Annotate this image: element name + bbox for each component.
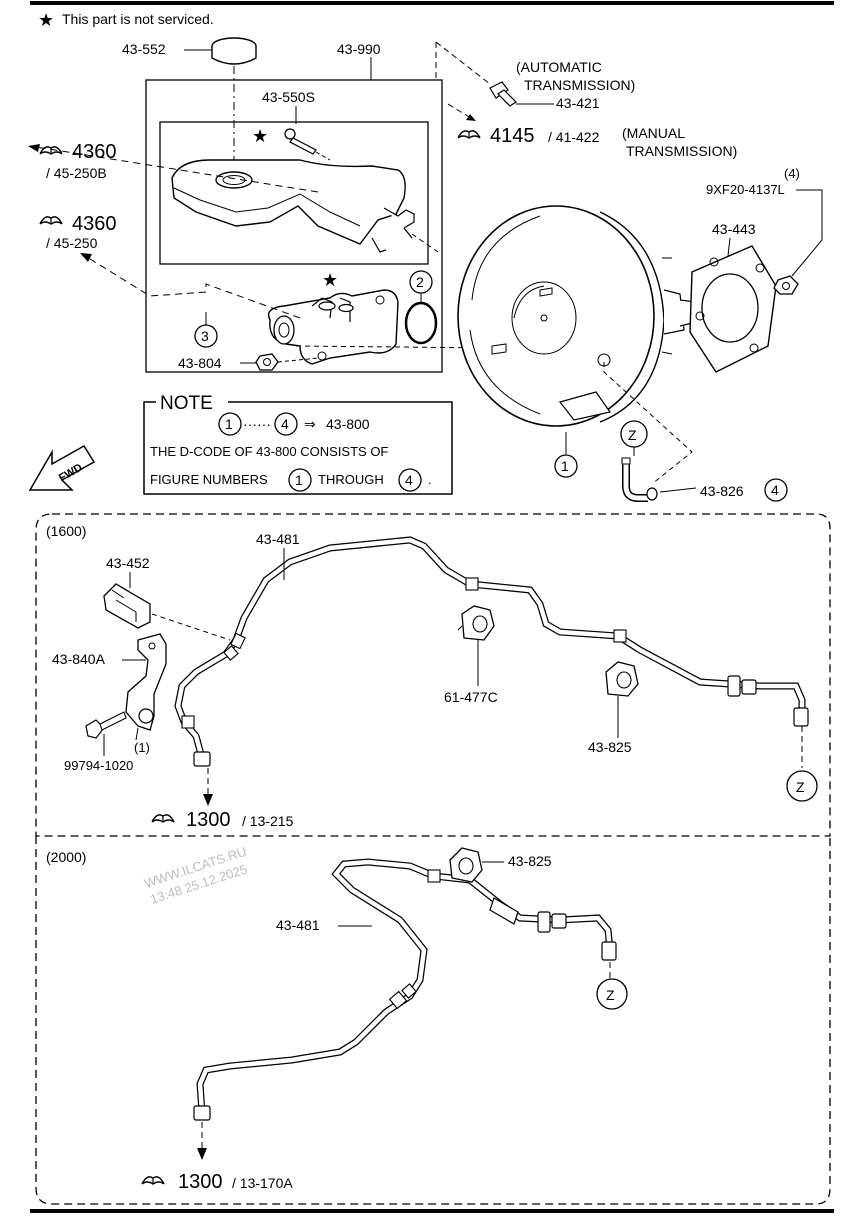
note-fig-4: 4 — [405, 472, 413, 488]
automatic-tx-label-1: (AUTOMATIC — [516, 59, 602, 75]
fwd-arrow-icon: FWD — [28, 444, 96, 491]
brake-fluid-reservoir — [171, 159, 415, 253]
note-box: NOTE 1 ······ 4 ⇒ 43-800 THE D-CODE OF 4… — [143, 393, 453, 495]
note-title: NOTE — [160, 393, 213, 414]
nut-43-804 — [255, 353, 279, 371]
index-circle-1 — [554, 454, 578, 478]
callout-43-804: 43-804 — [178, 355, 222, 371]
section-2000-title: (2000) — [46, 849, 86, 865]
index-1-label: 1 — [561, 458, 569, 474]
callout-43-826: 43-826 — [700, 483, 744, 499]
section-2000-frame — [35, 836, 831, 1205]
ref-4360-b-number: 4360 — [72, 213, 117, 235]
callout-43-825-2000: 43-825 — [508, 853, 552, 869]
index-2-label: 2 — [416, 274, 424, 290]
callout-43-481-1600: 43-481 — [256, 531, 300, 547]
callout-9xf20-4137l: 9XF20-4137L — [706, 182, 785, 197]
reservoir-screw — [284, 128, 317, 155]
automatic-tx-label-2: TRANSMISSION) — [524, 77, 635, 93]
reservoir-subassembly-box — [159, 121, 429, 265]
bolt-43-421 — [489, 81, 517, 107]
note-line-3c: . — [428, 472, 432, 487]
note-line-3b: THROUGH — [318, 472, 384, 487]
bracket-43-840a — [125, 633, 167, 731]
z-label-2000: Z — [606, 987, 615, 1003]
section-1600-frame — [35, 513, 831, 837]
ref-4360: 4360 / 45-250 — [39, 213, 117, 251]
master-cylinder-assembly-box — [145, 79, 443, 373]
callout-43-452: 43-452 — [106, 555, 150, 571]
ref-4145-page: / 41-422 — [548, 129, 600, 145]
index-4-label: 4 — [771, 482, 779, 498]
brake-vacuum-pipe-1600 — [174, 536, 809, 767]
ref-4360-a-number: 4360 — [72, 141, 117, 163]
callout-43-825-1600: 43-825 — [588, 739, 632, 755]
index-3-label: 3 — [201, 328, 209, 344]
note-line-3a: FIGURE NUMBERS — [150, 472, 268, 487]
ref-4360-b-page: / 45-250 — [46, 235, 98, 251]
ref-1300-page-1600: / 13-215 — [242, 813, 294, 829]
bolt-qty-label: (1) — [134, 740, 150, 755]
qty-4-label: (4) — [784, 166, 800, 181]
ref-1300-2000: 1300 / 13-170A — [141, 1171, 293, 1193]
clip-43-452 — [103, 583, 151, 629]
booster-nut — [773, 275, 799, 295]
note-range-start: 1 — [225, 416, 233, 432]
ref-4360-a-page: / 45-250B — [46, 165, 107, 181]
note-fig-1: 1 — [295, 472, 303, 488]
ref-4360-b: 4360 / 45-250B — [39, 141, 117, 181]
z-label-top: Z — [628, 427, 637, 443]
clip-61-477c — [457, 605, 495, 641]
z-label-1600: Z — [796, 779, 805, 795]
note-line-2: THE D-CODE OF 43-800 CONSISTS OF — [150, 444, 388, 459]
callout-99794-1020: 99794-1020 — [64, 758, 133, 773]
callout-43-481-2000: 43-481 — [276, 917, 320, 933]
manual-tx-label-1: (MANUAL — [622, 125, 685, 141]
brake-booster — [457, 205, 697, 427]
star-marker-cylinder: ★ — [322, 270, 338, 290]
callout-61-477c: 61-477C — [444, 689, 498, 705]
note-range-dots: ······ — [243, 416, 271, 432]
note-arrow: ⇒ — [304, 416, 316, 432]
callout-43-552: 43-552 — [122, 41, 166, 57]
star-icon: ★ — [38, 10, 54, 30]
unserviced-note: This part is not serviced. — [62, 11, 214, 27]
index-circle-4 — [764, 478, 788, 502]
section-1600-title: (1600) — [46, 523, 86, 539]
manual-tx-label-2: TRANSMISSION) — [626, 143, 737, 159]
ref-1300-1600: 1300 / 13-215 — [151, 809, 294, 831]
star-marker-screw: ★ — [252, 126, 268, 146]
callout-43-990: 43-990 — [337, 41, 381, 57]
booster-gasket — [689, 245, 777, 373]
z-connector-marker-1600 — [786, 770, 818, 802]
ref-4145-number: 4145 — [490, 125, 535, 147]
clip-43-825-1600 — [605, 661, 639, 697]
ref-4145: 4145 / 41-422 — [457, 125, 600, 147]
master-cylinder — [267, 289, 399, 365]
vacuum-hose-43-826 — [621, 457, 658, 502]
o-ring — [404, 301, 438, 345]
ref-1300-number-2000: 1300 — [178, 1171, 223, 1193]
note-target: 43-800 — [326, 416, 370, 432]
brake-vacuum-pipe-2000 — [193, 858, 617, 1121]
bolt-99794-1020 — [85, 711, 127, 739]
callout-43-443: 43-443 — [712, 221, 756, 237]
callout-43-421: 43-421 — [556, 95, 600, 111]
ref-1300-page-2000: / 13-170A — [232, 1175, 293, 1191]
callout-43-840a: 43-840A — [52, 651, 106, 667]
note-range-end: 4 — [281, 416, 289, 432]
z-connector-marker-2000 — [596, 978, 628, 1010]
clip-43-825-2000 — [449, 847, 483, 883]
callout-43-550s: 43-550S — [262, 89, 315, 105]
reservoir-cap — [211, 37, 257, 65]
ref-1300-number-1600: 1300 — [186, 809, 231, 831]
